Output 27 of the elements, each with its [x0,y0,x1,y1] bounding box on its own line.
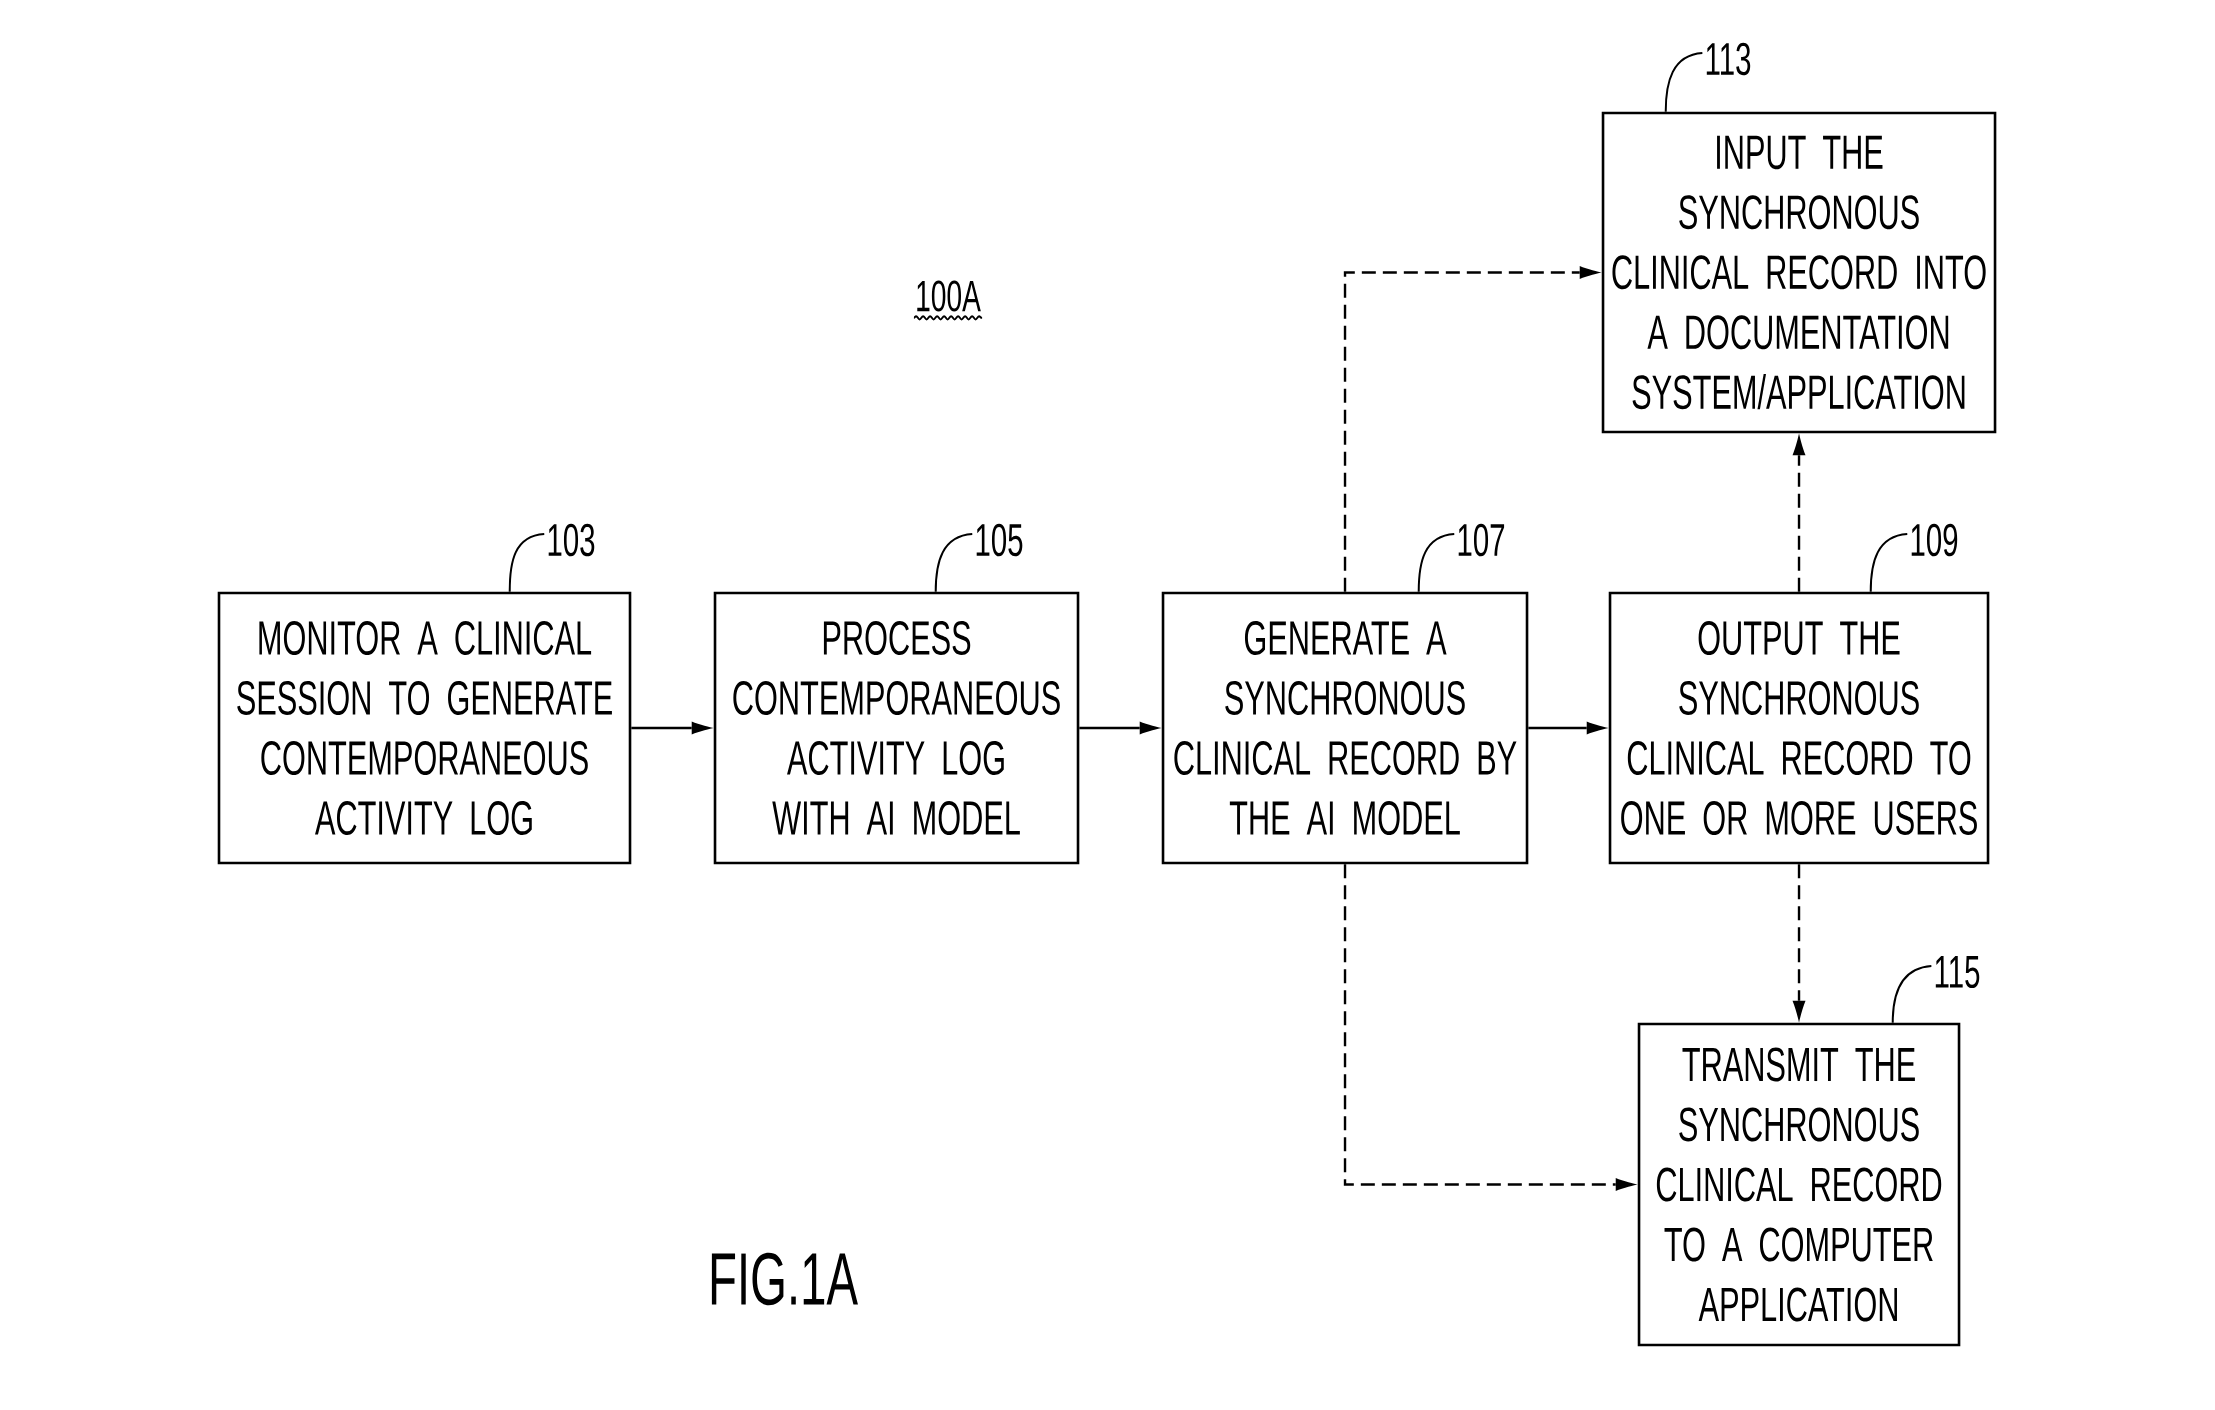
leader-line [508,533,546,593]
arrow [1792,433,1806,592]
arrow [1343,266,1602,592]
reference-numeral: 115 [1935,955,1980,989]
leader-line [934,533,974,593]
arrow [1528,721,1609,735]
leader-line [1891,965,1933,1024]
figure-caption: FIG.1A [711,1252,858,1306]
leader-line [1869,533,1909,593]
reference-numeral: 109 [1911,523,1958,557]
leader-line [1417,533,1456,593]
figure-number: 100A [912,280,984,321]
leader-line [1664,52,1704,113]
arrow [1792,864,1806,1023]
process-box: MONITOR A CLINICAL SESSION TO GENERATE CONTEMPORANEOUS ACTIVITY LOG [217,591,632,865]
arrow [1343,864,1638,1191]
process-box: OUTPUT THE SYNCHRONOUS CLINICAL RECORD TO ONE OR MORE USERS [1608,591,1990,865]
process-box: TRANSMIT THE SYNCHRONOUS CLINICAL RECORD TO A COMPUTER APPLICATION [1637,1022,1961,1347]
process-box: PROCESS CONTEMPORANEOUS ACTIVITY LOG WITH AI MODEL [713,591,1080,865]
reference-numeral: 105 [976,523,1023,557]
process-box: INPUT THE SYNCHRONOUS CLINICAL RECORD INTO A DOCUMENTATION SYSTEM/APPLICATION [1601,111,1997,434]
arrow [631,721,714,735]
process-box: GENERATE A SYNCHRONOUS CLINICAL RECORD BY THE AI MODEL [1161,591,1529,865]
arrow [1079,721,1162,735]
reference-numeral: 113 [1706,42,1751,76]
reference-numeral: 107 [1458,523,1505,557]
reference-numeral: 103 [548,523,595,557]
